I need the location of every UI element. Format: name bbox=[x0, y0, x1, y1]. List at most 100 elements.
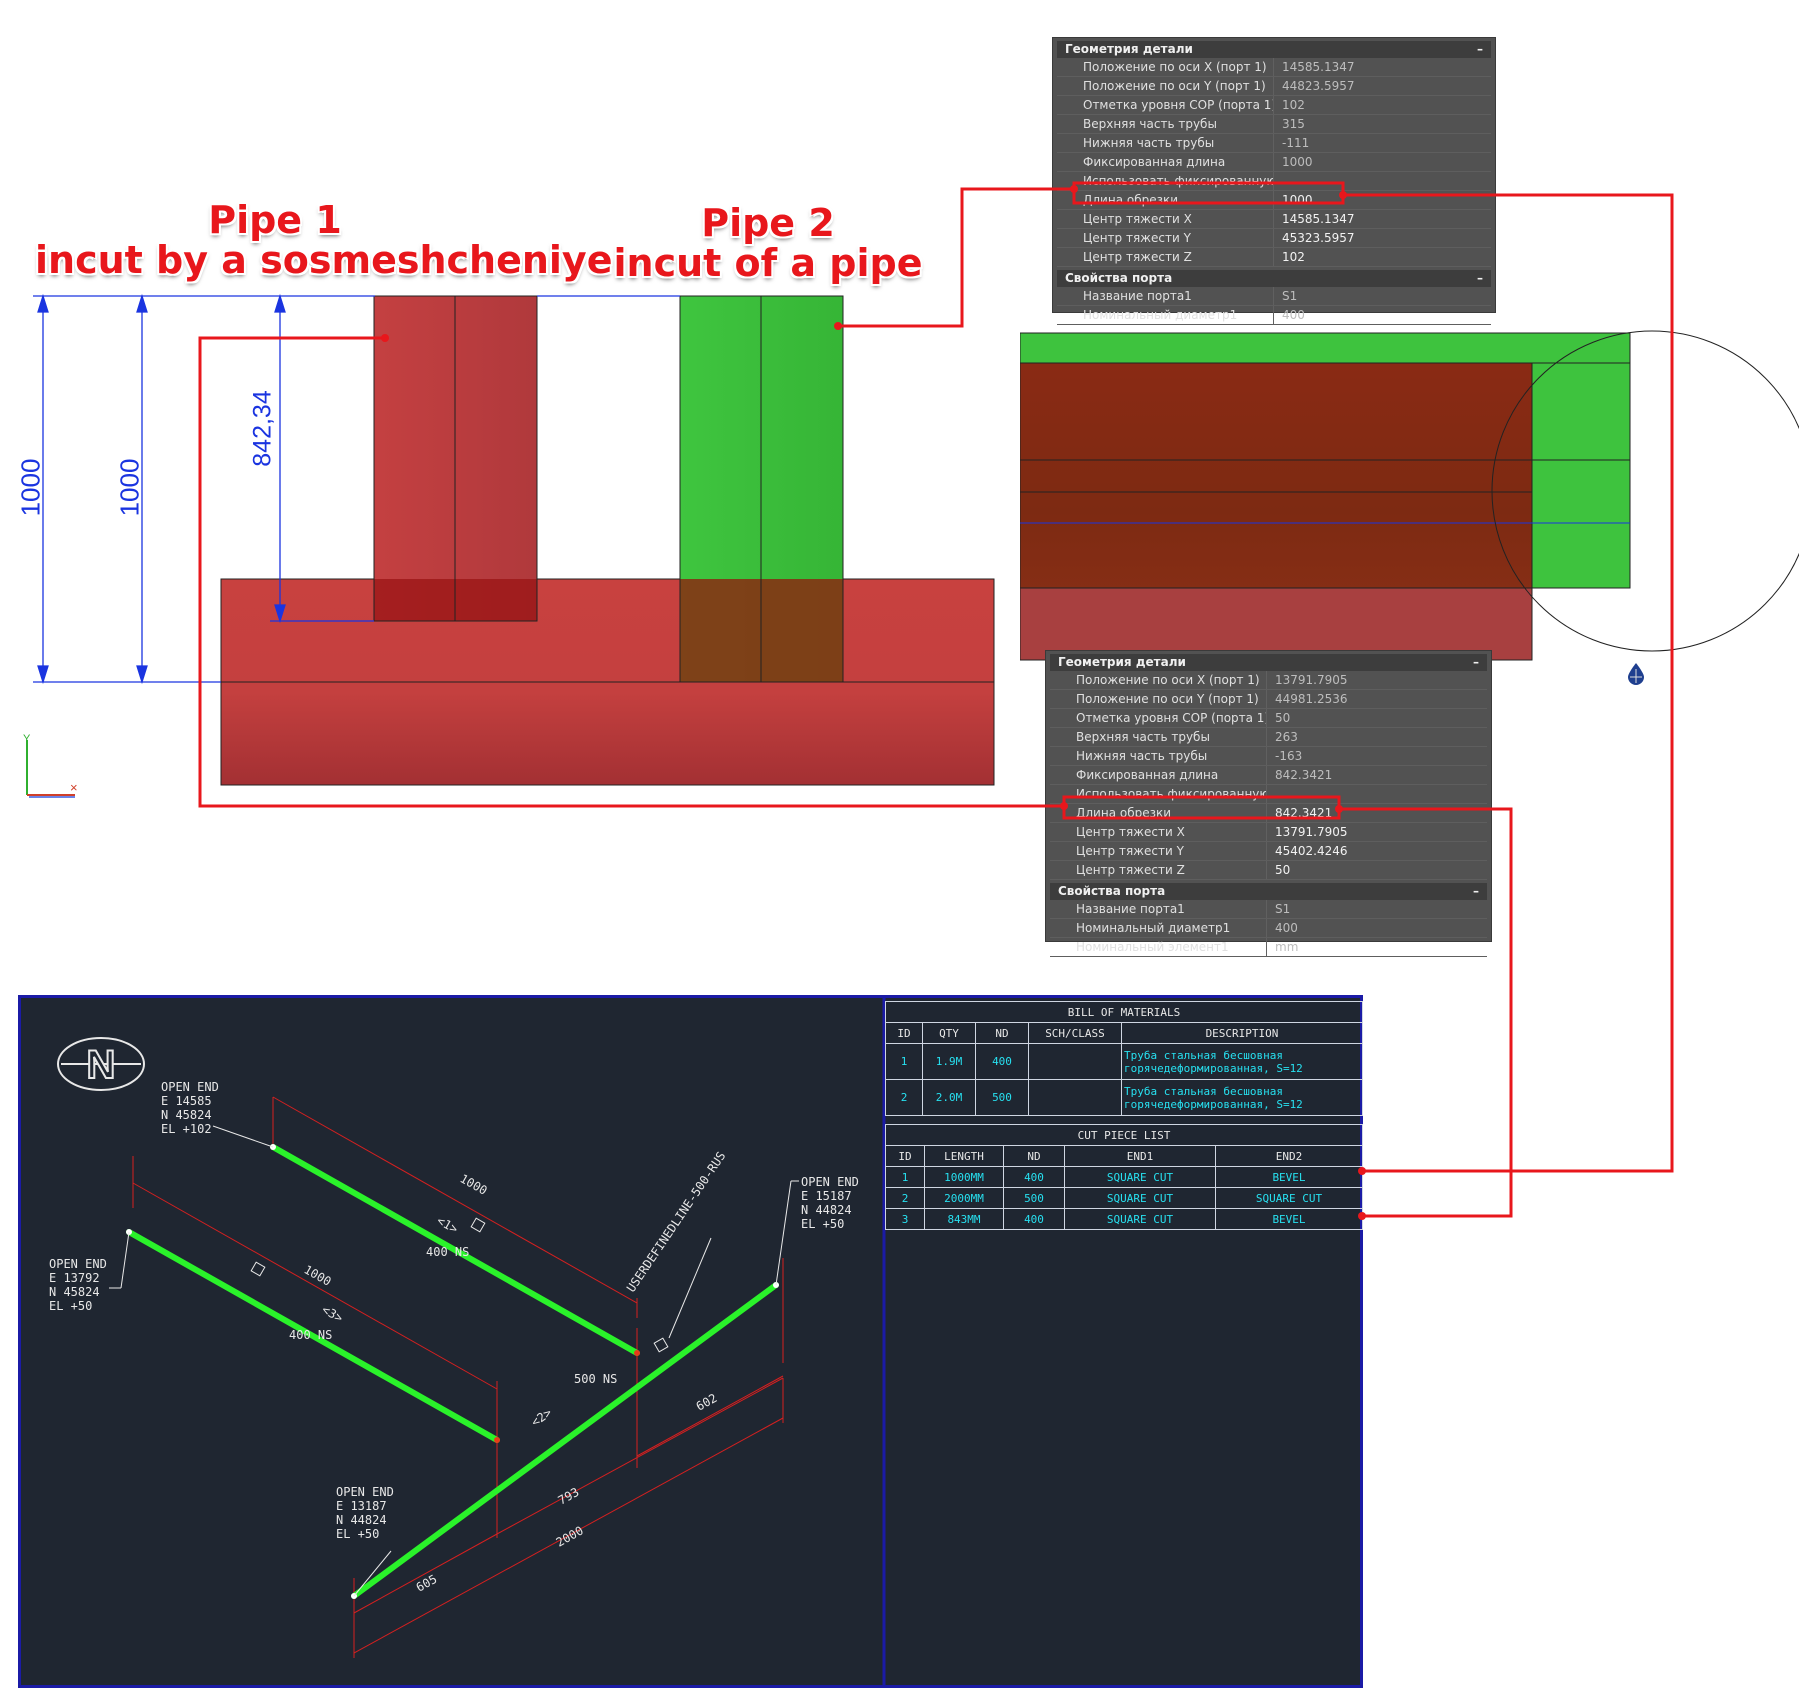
property-name: Центр тяжести Z bbox=[1083, 250, 1192, 264]
property-name: Центр тяжести Y bbox=[1083, 231, 1191, 245]
property-value[interactable]: 50 bbox=[1266, 709, 1487, 727]
property-value[interactable]: 14585.1347 bbox=[1273, 210, 1491, 228]
svg-text:N 45824: N 45824 bbox=[49, 1285, 100, 1299]
property-value[interactable] bbox=[1266, 785, 1487, 803]
property-row[interactable]: Номинальный диаметр1 400 bbox=[1050, 919, 1487, 938]
property-row[interactable]: Отметка уровня COP (порта 1)102 bbox=[1057, 96, 1491, 115]
property-value[interactable]: 263 bbox=[1266, 728, 1487, 746]
property-value[interactable]: 400 bbox=[1273, 306, 1491, 324]
property-name: Отметка уровня COP (порта 1) bbox=[1076, 711, 1266, 725]
property-name: Центр тяжести X bbox=[1083, 212, 1192, 226]
dim-793: 793 bbox=[556, 1485, 582, 1508]
property-row[interactable]: Номинальный элемент1 mm bbox=[1050, 938, 1487, 957]
open-end-4: OPEN END E 15187 N 44824 EL +50 bbox=[801, 1175, 859, 1231]
property-value[interactable]: 44823.5957 bbox=[1273, 77, 1491, 95]
elevation-view: Y × bbox=[23, 293, 995, 798]
property-row[interactable]: Положение по оси X (порт 1)13791.7905 bbox=[1050, 671, 1487, 690]
pipe1-title: Pipe 1 bbox=[208, 198, 342, 242]
property-row[interactable]: Фиксированная длина 842.3421 bbox=[1050, 766, 1487, 785]
svg-text:N: N bbox=[87, 1043, 116, 1087]
property-row[interactable]: Нижняя часть трубы-163 bbox=[1050, 747, 1487, 766]
property-value[interactable]: 1000 bbox=[1273, 153, 1491, 171]
cut-cell: 843MM bbox=[924, 1208, 1004, 1230]
cut-cell: BEVEL bbox=[1215, 1208, 1363, 1230]
property-row[interactable]: Использовать фиксированную... bbox=[1057, 172, 1491, 191]
property-row[interactable]: Положение по оси Y (порт 1) 44981.2536 bbox=[1050, 690, 1487, 709]
property-name: Нижняя часть трубы bbox=[1083, 136, 1215, 150]
property-value[interactable]: 315 bbox=[1273, 115, 1491, 133]
property-row[interactable]: Отметка уровня COP (порта 1)50 bbox=[1050, 709, 1487, 728]
svg-text:E 13792: E 13792 bbox=[49, 1271, 100, 1285]
bom-cell: 500 bbox=[975, 1079, 1029, 1116]
cut-cell: 3 bbox=[885, 1208, 925, 1230]
bom-header: SCH/CLASS bbox=[1028, 1022, 1122, 1044]
property-row[interactable]: Положение по оси Y (порт 1) 44823.5957 bbox=[1057, 77, 1491, 96]
property-value[interactable]: mm bbox=[1266, 938, 1487, 956]
property-value[interactable]: 400 bbox=[1266, 919, 1487, 937]
property-value[interactable]: S1 bbox=[1273, 287, 1491, 305]
property-value[interactable]: 13791.7905 bbox=[1266, 823, 1487, 841]
property-value[interactable]: -163 bbox=[1266, 747, 1487, 765]
property-name: Положение по оси X (порт 1) bbox=[1083, 60, 1267, 74]
open-end-2: OPEN END E 13792 N 45824 EL +50 bbox=[49, 1257, 107, 1313]
bom-cell bbox=[1028, 1043, 1122, 1080]
property-value[interactable]: 102 bbox=[1273, 96, 1491, 114]
property-row[interactable]: Центр тяжести Y 45323.5957 bbox=[1057, 229, 1491, 248]
bom-header: QTY bbox=[922, 1022, 976, 1044]
property-name: Верхняя часть трубы bbox=[1083, 117, 1217, 131]
property-value[interactable]: S1 bbox=[1266, 900, 1487, 918]
collapse-icon[interactable]: – bbox=[1477, 271, 1483, 285]
property-row[interactable]: Верхняя часть трубы 315 bbox=[1057, 115, 1491, 134]
section-port[interactable]: Свойства порта– bbox=[1050, 883, 1487, 900]
property-name: Фиксированная длина bbox=[1076, 768, 1219, 782]
ns-400-a: 400 NS bbox=[426, 1245, 469, 1259]
property-value[interactable] bbox=[1273, 172, 1491, 190]
property-value[interactable]: 44981.2536 bbox=[1266, 690, 1487, 708]
property-value[interactable]: -111 bbox=[1273, 134, 1491, 152]
cut-header: ID bbox=[885, 1145, 925, 1167]
detail-view bbox=[1020, 330, 1799, 685]
section-geometry[interactable]: Геометрия детали– bbox=[1057, 41, 1491, 58]
cut-cell: 1000MM bbox=[924, 1166, 1004, 1188]
property-value[interactable]: 13791.7905 bbox=[1266, 671, 1487, 689]
property-row[interactable]: Нижняя часть трубы -111 bbox=[1057, 134, 1491, 153]
property-row[interactable]: Использовать фиксированную... bbox=[1050, 785, 1487, 804]
bom-cell: 2.0M bbox=[922, 1079, 976, 1116]
section-port[interactable]: Свойства порта– bbox=[1057, 270, 1491, 287]
property-value[interactable]: 842.3421 bbox=[1266, 766, 1487, 784]
collapse-icon[interactable]: – bbox=[1473, 655, 1479, 669]
property-value[interactable]: 45323.5957 bbox=[1273, 229, 1491, 247]
collapse-icon[interactable]: – bbox=[1477, 42, 1483, 56]
section-geometry[interactable]: Геометрия детали– bbox=[1050, 654, 1487, 671]
property-value[interactable]: 102 bbox=[1273, 248, 1491, 266]
property-row[interactable]: Центр тяжести Z 102 bbox=[1057, 248, 1491, 267]
property-value[interactable]: 842.3421 bbox=[1266, 804, 1487, 822]
cut-header: ND bbox=[1003, 1145, 1065, 1167]
property-name: Номинальный элемент1 bbox=[1076, 940, 1229, 954]
property-value[interactable]: 14585.1347 bbox=[1273, 58, 1491, 76]
property-name: Положение по оси Y (порт 1) bbox=[1076, 692, 1259, 706]
property-value[interactable]: 50 bbox=[1266, 861, 1487, 879]
property-name: Номинальный диаметр1 bbox=[1076, 921, 1231, 935]
property-name: Положение по оси Y (порт 1) bbox=[1083, 79, 1266, 93]
property-value[interactable]: 45402.4246 bbox=[1266, 842, 1487, 860]
collapse-icon[interactable]: – bbox=[1473, 884, 1479, 898]
bom-title: BILL OF MATERIALS bbox=[885, 1001, 1363, 1023]
property-row[interactable]: Центр тяжести X 14585.1347 bbox=[1057, 210, 1491, 229]
property-value[interactable]: 1000 bbox=[1273, 191, 1491, 209]
property-row[interactable]: Положение по оси X (порт 1) 14585.1347 bbox=[1057, 58, 1491, 77]
ns-500: 500 NS bbox=[574, 1372, 617, 1386]
pipe1-subtitle: incut by a sosmeshcheniye bbox=[35, 238, 613, 282]
property-name: Использовать фиксированную... bbox=[1076, 787, 1266, 801]
cut-cell: 400 bbox=[1003, 1166, 1065, 1188]
